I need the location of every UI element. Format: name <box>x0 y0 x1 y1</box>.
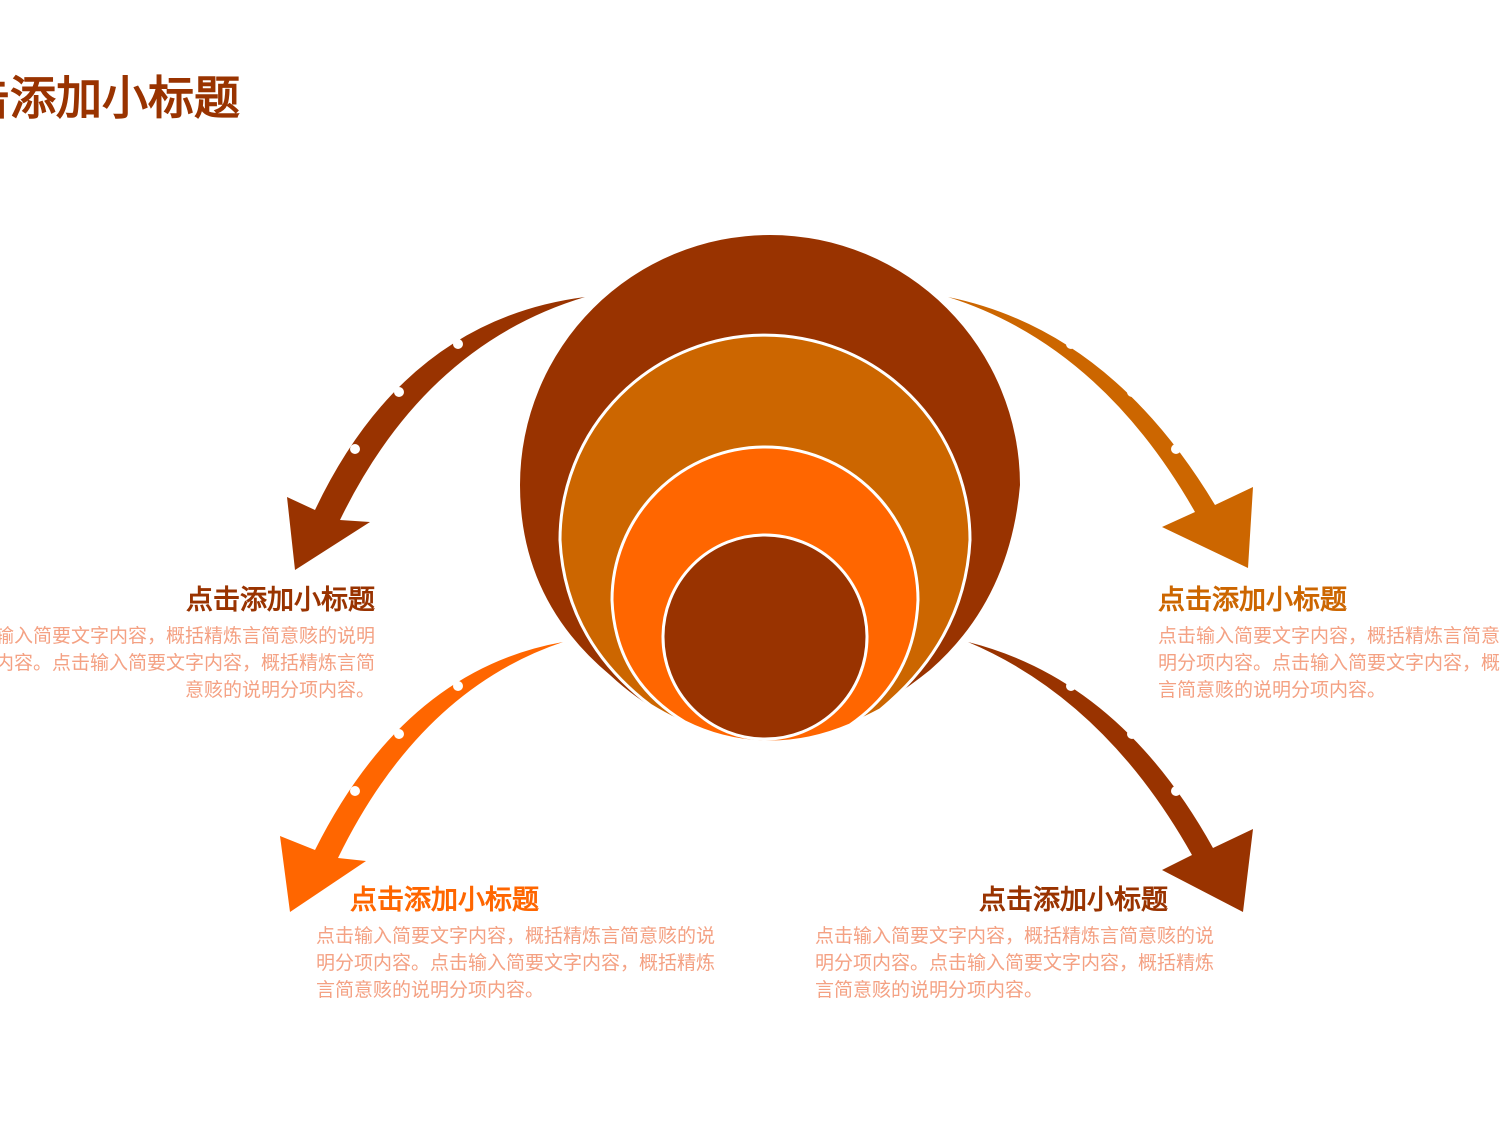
subtitle-top-left: 点击添加小标题 <box>186 585 375 616</box>
arrow-bottom-right <box>968 642 1253 912</box>
text-block-top-right: 点击添加小标题 点击输入简要文字内容，概括精炼言简意赅的说明分项内容。点击输入简… <box>1158 578 1500 704</box>
text-block-bottom-right: 点击添加小标题 点击输入简要文字内容，概括精炼言简意赅的说明分项内容。点击输入简… <box>815 878 1215 1004</box>
arrow-top-left <box>287 297 585 570</box>
text-block-top-left: 点击添加小标题 点击输入简要文字内容，概括精炼言简意赅的说明分项内容。点击输入简… <box>0 578 375 704</box>
desc-top-left: 点击输入简要文字内容，概括精炼言简意赅的说明分项内容。点击输入简要文字内容，概括… <box>0 625 375 701</box>
subtitle-bottom-right: 点击添加小标题 <box>979 885 1168 916</box>
arrow-top-right <box>948 297 1253 568</box>
subtitle-top-right: 点击添加小标题 <box>1158 585 1347 616</box>
desc-bottom-right: 点击输入简要文字内容，概括精炼言简意赅的说明分项内容。点击输入简要文字内容，概括… <box>815 925 1215 1001</box>
subtitle-bottom-left: 点击添加小标题 <box>350 885 539 916</box>
text-block-bottom-left: 点击添加小标题 点击输入简要文字内容，概括精炼言简意赅的说明分项内容。点击输入简… <box>316 878 716 1004</box>
page-title: 点击添加小标题 <box>0 71 240 125</box>
center-rings <box>520 235 1020 744</box>
inner-circle <box>661 533 869 741</box>
arrow-bottom-left <box>280 642 563 912</box>
desc-top-right: 点击输入简要文字内容，概括精炼言简意赅的说明分项内容。点击输入简要文字内容，概括… <box>1158 625 1500 701</box>
desc-bottom-left: 点击输入简要文字内容，概括精炼言简意赅的说明分项内容。点击输入简要文字内容，概括… <box>316 925 716 1001</box>
